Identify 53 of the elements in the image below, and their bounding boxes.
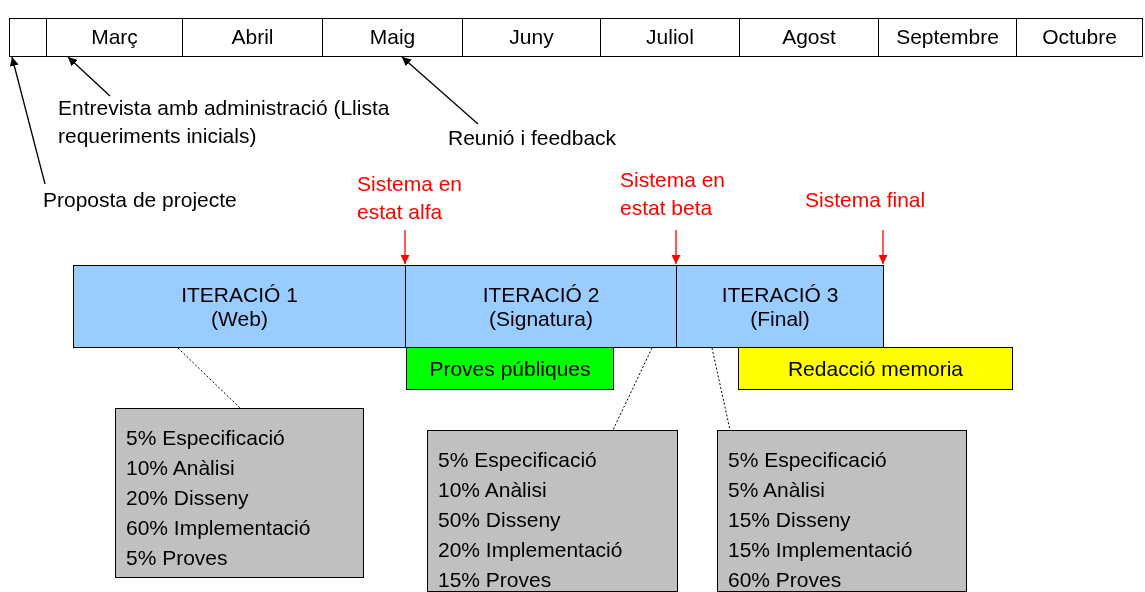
month-cell: Octubre: [1016, 18, 1143, 57]
iteration-subtitle: (Web): [211, 306, 268, 331]
effort-line: 5% Anàlisi: [728, 477, 826, 503]
arrow: [878, 229, 888, 265]
release-note: Sistema en estat beta: [620, 166, 770, 222]
iteration-subtitle: (Final): [750, 306, 810, 331]
dotted-connector: [177, 347, 241, 409]
task-bar: Proves públiques: [406, 347, 614, 390]
arrow: [401, 56, 479, 125]
arrow: [400, 229, 410, 265]
month-cell: Septembre: [878, 18, 1017, 57]
iteration-bar: [405, 265, 677, 348]
month-cell: Març: [46, 18, 183, 57]
task-bar: Redacció memoria: [738, 347, 1013, 390]
milestone-note: Reunió i feedback: [448, 124, 688, 152]
release-note: Sistema en estat alfa: [357, 170, 507, 226]
effort-line: 15% Disseny: [728, 507, 852, 533]
effort-line: 15% Proves: [438, 567, 553, 592]
effort-breakdown-box: [717, 430, 967, 592]
effort-line: 5% Proves: [126, 545, 229, 571]
iteration-title: ITERACIÓ 2: [482, 282, 600, 307]
dotted-connector: [612, 347, 653, 431]
dotted-connector: [711, 347, 731, 431]
month-cell: Agost: [739, 18, 879, 57]
arrow: [67, 56, 111, 97]
effort-line: 15% Implementació: [728, 537, 914, 563]
arrow: [671, 229, 681, 265]
month-cell: Maig: [322, 18, 463, 57]
effort-line: 20% Disseny: [126, 485, 250, 511]
effort-line: 5% Especificació: [126, 425, 286, 451]
effort-line: 10% Anàlisi: [126, 455, 236, 481]
month-cell: Abril: [182, 18, 323, 57]
effort-line: 10% Anàlisi: [438, 477, 548, 503]
month-cell: Juny: [462, 18, 601, 57]
effort-line: 5% Especificació: [728, 447, 888, 473]
release-note: Sistema final: [805, 186, 975, 214]
milestone-note: Proposta de projecte: [43, 186, 303, 214]
iteration-title: ITERACIÓ 3: [721, 282, 839, 307]
effort-line: 5% Especificació: [438, 447, 598, 473]
effort-line: 60% Implementació: [126, 515, 312, 541]
arrow: [9, 56, 46, 185]
iteration-bar: [676, 265, 884, 348]
iteration-title: ITERACIÓ 1: [181, 282, 298, 307]
iteration-bar: [73, 265, 406, 348]
milestone-note: Entrevista amb administració (Llista requeriments inicials): [58, 94, 393, 150]
effort-breakdown-box: [115, 408, 364, 578]
effort-line: 50% Disseny: [438, 507, 562, 533]
iteration-subtitle: (Signatura): [489, 306, 593, 331]
effort-line: 20% Implementació: [438, 537, 624, 563]
month-cell: Juliol: [600, 18, 740, 57]
timeline-cell: [9, 18, 47, 57]
effort-breakdown-box: [427, 430, 678, 592]
effort-line: 60% Proves: [728, 567, 843, 592]
